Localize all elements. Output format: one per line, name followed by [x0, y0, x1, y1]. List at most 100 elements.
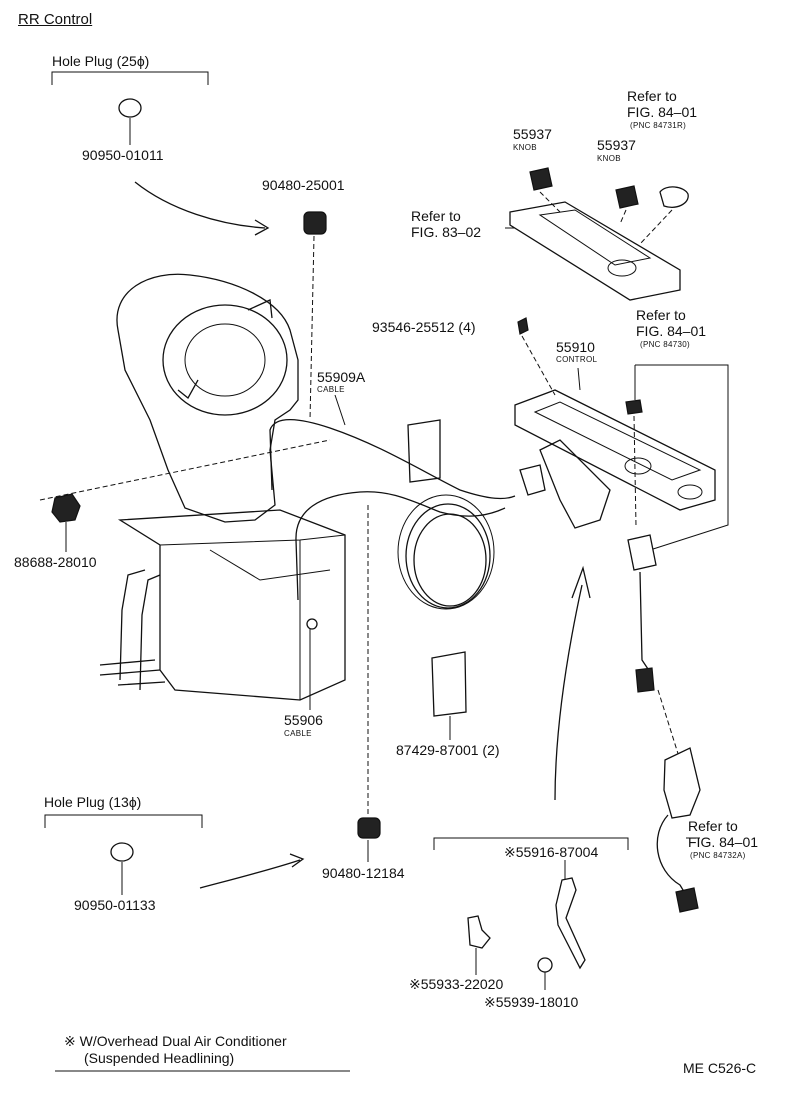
hole-plug-25-part — [118, 98, 142, 118]
ref3-bracket — [635, 364, 729, 551]
grommet-25001-part — [303, 211, 327, 235]
washer-55939 — [537, 957, 553, 973]
blower-housing — [116, 273, 299, 523]
part-93546: 93546-25512 (4) — [372, 319, 476, 335]
cable-55906 — [295, 491, 506, 601]
dual-ac-bracket — [433, 837, 629, 850]
part-87429: 87429-87001 (2) — [396, 742, 500, 758]
leader-55910 — [577, 367, 581, 391]
dash-knob-a — [539, 191, 561, 213]
dash-clip-line — [39, 439, 331, 501]
knob-55937-a — [529, 167, 553, 191]
control-hole-1 — [624, 457, 652, 475]
blower-fan — [162, 304, 288, 416]
control-bracket — [539, 439, 611, 529]
cable-55909a — [269, 419, 516, 500]
part-55933: ※55933-22020 — [409, 976, 504, 992]
blower-clip — [177, 379, 199, 399]
dash-knob-b — [619, 209, 627, 225]
upper-panel-hole — [607, 259, 637, 277]
part-90950-01133: 90950-01133 — [74, 897, 156, 913]
ref2-line2: FIG. 83–02 — [411, 224, 482, 240]
cable-coil-2 — [413, 513, 487, 607]
pad-lower — [431, 651, 467, 717]
part-90950-01011: 90950-01011 — [82, 147, 164, 163]
control-hole-2 — [677, 484, 703, 500]
pad-upper — [407, 419, 441, 483]
knob-55937-b — [615, 185, 639, 209]
part-55909a: 55909A — [317, 369, 366, 385]
big-up-arrow — [554, 584, 583, 801]
heater-unit-edge — [159, 534, 346, 546]
hole-plug-13-label: Hole Plug (13ϕ) — [44, 794, 142, 810]
heater-pipes-b — [99, 659, 166, 686]
part-55906-name: CABLE — [284, 729, 312, 738]
diagram-title: RR Control — [18, 11, 93, 28]
lever-55916 — [555, 877, 586, 970]
part-55906: 55906 — [284, 712, 323, 728]
part-90480-25001: 90480-25001 — [262, 177, 345, 193]
heater-pipes-a — [119, 569, 161, 691]
part-55937-b-name: KNOB — [597, 154, 621, 163]
ref3-line2: FIG. 84–01 — [636, 323, 707, 339]
part-55937-b: 55937 — [597, 137, 636, 153]
blower-tab — [247, 299, 273, 319]
dash-switch-lower — [657, 689, 681, 761]
part-55939: ※55939-18010 — [484, 994, 579, 1010]
part-88688: 88688-28010 — [14, 554, 97, 570]
part-55937-a: 55937 — [513, 126, 552, 142]
part-55910: 55910 — [556, 339, 595, 355]
hole-plug-25-label: Hole Plug (25ϕ) — [52, 53, 150, 69]
arrow-head-2 — [289, 853, 305, 868]
control-55910 — [514, 389, 716, 511]
arrow-head-1 — [254, 219, 270, 236]
ref2-line1: Refer to — [411, 208, 461, 224]
dash-grommet-top — [309, 235, 315, 421]
switch-ref4-connector — [675, 887, 699, 913]
ref3-nut — [625, 399, 643, 415]
arrow-hole-plug-13 — [199, 859, 301, 889]
blower-fan-inner — [184, 323, 266, 397]
cable-coil-1 — [405, 503, 491, 609]
leader-55909a — [334, 394, 346, 426]
rotary-switch — [627, 534, 657, 571]
switch-ref4 — [663, 747, 701, 819]
part-55910-name: CONTROL — [556, 355, 598, 364]
ref4-line1: Refer to — [688, 818, 738, 834]
switch-connector — [635, 667, 655, 693]
clip-55933 — [467, 915, 491, 949]
knob-ref1 — [659, 186, 689, 208]
ref4-pnc: (PNC 84732A) — [690, 851, 746, 860]
control-top-face — [533, 401, 702, 481]
ref3-line1: Refer to — [636, 307, 686, 323]
heater-unit-flange — [209, 549, 331, 581]
clip-88688-part — [51, 493, 81, 523]
hole-plug-13-bracket — [44, 814, 203, 828]
arrow-hole-plug-25 — [134, 181, 266, 229]
ref1-line2: FIG. 84–01 — [627, 104, 698, 120]
part-55937-a-name: KNOB — [513, 143, 537, 152]
ref1-pnc: (PNC 84731R) — [630, 121, 687, 130]
control-lever — [519, 464, 546, 496]
figure-code: ME C526-C — [683, 1060, 757, 1076]
dash-screw — [521, 335, 556, 396]
screw-93546-part — [517, 317, 529, 335]
grommet-12184-part — [357, 817, 381, 839]
part-55916: ※55916-87004 — [504, 844, 599, 860]
cable-coil-3 — [397, 494, 495, 610]
hole-plug-25-bracket — [51, 71, 209, 85]
dash-knob-ref — [639, 209, 673, 245]
part-55909a-name: CABLE — [317, 385, 345, 394]
part-90480-12184: 90480-12184 — [322, 865, 405, 881]
switch-wire — [639, 571, 651, 673]
ref3-pnc: (PNC 84730) — [640, 340, 690, 349]
upper-panel-slot — [538, 209, 652, 266]
footnote-line1: ※ W/Overhead Dual Air Conditioner — [64, 1033, 287, 1049]
switch-ref4-wire — [656, 814, 687, 896]
upper-panel — [509, 201, 681, 301]
big-up-arrow-head — [571, 565, 591, 599]
ref1-line1: Refer to — [627, 88, 677, 104]
dash-switch — [633, 415, 637, 527]
